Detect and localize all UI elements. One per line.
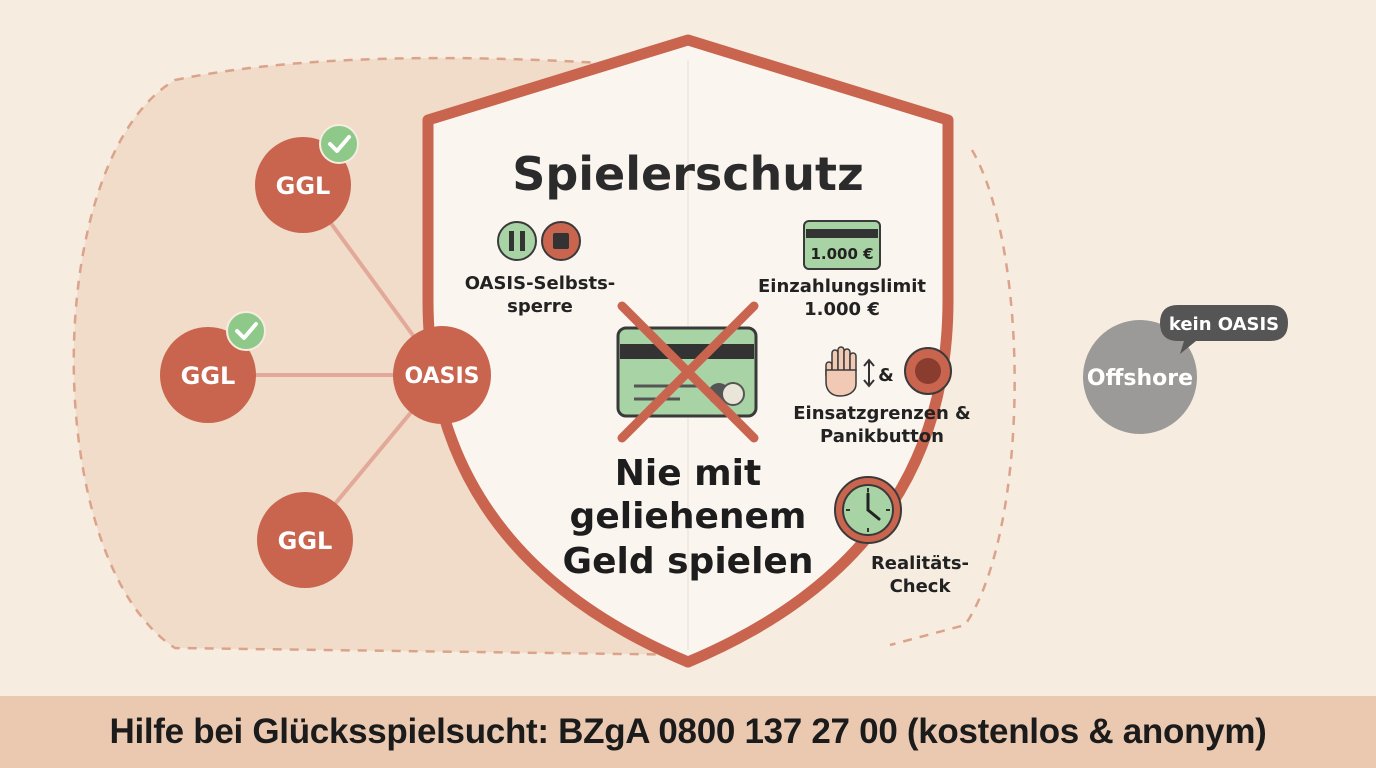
stake-limits-label-1: Einsatzgrenzen &: [793, 403, 970, 424]
reality-check-label-2: Check: [890, 576, 952, 597]
helpline-footer: Hilfe bei Glücksspielsucht: BZgA 0800 13…: [0, 696, 1376, 768]
self-exclusion-label-2: sperre: [507, 296, 573, 317]
title: Spielerschutz: [512, 147, 864, 201]
ggl-node-middle: GGL: [160, 311, 266, 423]
crossed-credit-card: [616, 301, 759, 443]
kein-oasis-bubble: kein OASIS: [1160, 305, 1288, 354]
pause-icon: [497, 221, 537, 261]
warning-line-3: Geld spielen: [563, 541, 814, 582]
deposit-limit-label-2: 1.000 €: [804, 299, 880, 320]
self-exclusion-label-1: OASIS-Selbsts-: [465, 273, 616, 294]
stake-limits-label-2: Panikbutton: [820, 426, 944, 447]
kein-oasis-label: kein OASIS: [1169, 314, 1279, 335]
reality-check: Realitäts- Check: [834, 476, 969, 597]
offshore-label: Offshore: [1087, 366, 1193, 391]
check-icon: [226, 311, 266, 351]
up-down-arrow-icon: [863, 358, 875, 388]
oasis-hub: OASIS: [393, 326, 491, 424]
card-amount: 1.000 €: [810, 245, 873, 263]
deposit-limit: 1.000 € Einzahlungslimit 1.000 €: [758, 220, 926, 320]
oasis-hub-label: OASIS: [404, 364, 479, 389]
deposit-limit-label-1: Einzahlungslimit: [758, 276, 926, 297]
ggl-node-label: GGL: [278, 527, 333, 555]
check-icon: [319, 124, 359, 164]
warning-line-1: Nie mit: [615, 453, 761, 494]
helpline-text: Hilfe bei Glücksspielsucht: BZgA 0800 13…: [109, 712, 1267, 751]
ggl-node-top: GGL: [255, 124, 359, 233]
ggl-node-label: GGL: [276, 172, 331, 200]
reality-check-label-1: Realitäts-: [871, 553, 969, 574]
ggl-node-bottom: GGL: [257, 492, 353, 588]
ampersand: &: [878, 365, 894, 386]
offshore-boundary: [889, 149, 1016, 647]
ggl-node-label: GGL: [181, 362, 236, 390]
hand-icon: [825, 346, 857, 397]
warning-line-2: geliehenem: [570, 496, 807, 537]
stake-limits: & Einsatzgrenzen & Panikbutton: [793, 346, 971, 447]
offshore-node: Offshore: [1083, 320, 1197, 434]
self-exclusion: OASIS-Selbsts- sperre: [465, 221, 616, 317]
